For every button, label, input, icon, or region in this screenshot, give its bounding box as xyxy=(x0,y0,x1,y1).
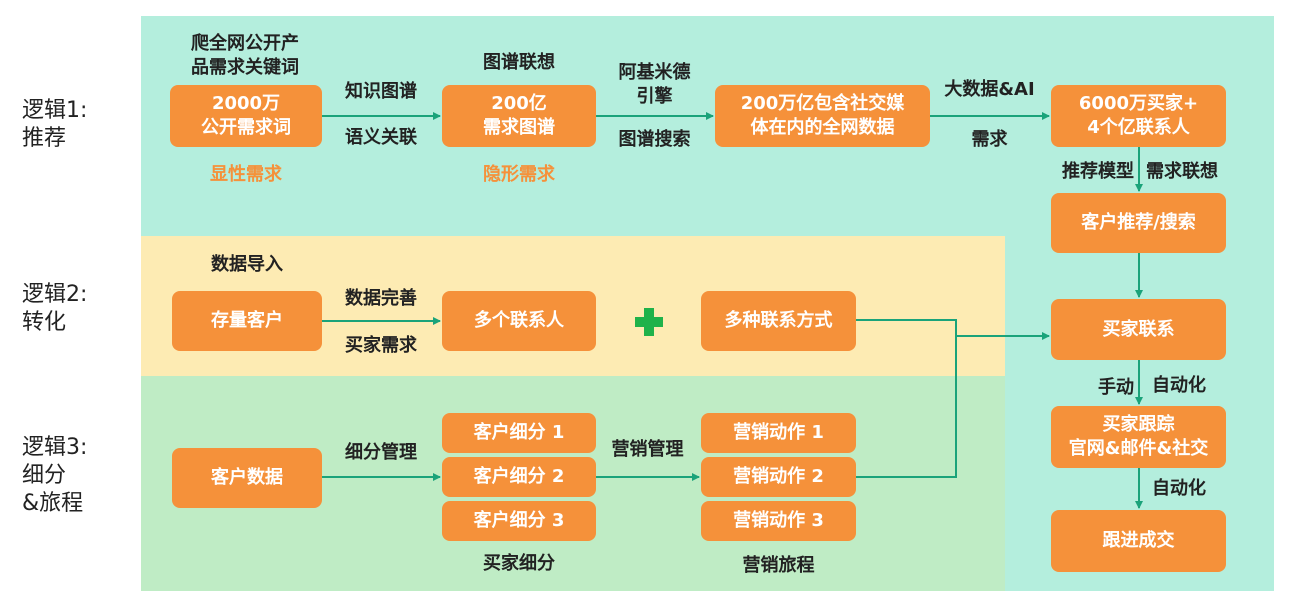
box-6000w-line2: 4个亿联系人 xyxy=(1087,117,1190,138)
right-edge-b-right: 自动化 xyxy=(1152,375,1206,396)
logic2-label: 逻辑2: 转化 xyxy=(22,281,87,337)
r2-edge-bottom: 买家需求 xyxy=(345,335,417,356)
right-edge-a-right: 需求联想 xyxy=(1146,161,1218,182)
logic1-line2: 推荐 xyxy=(22,126,67,151)
arrow-r2-merge xyxy=(856,319,1050,340)
box-200yi-line1: 200亿 xyxy=(491,93,547,114)
box-6000w-line1: 6000万买家+ xyxy=(1078,93,1199,114)
r2-top-label: 数据导入 xyxy=(211,254,283,275)
box-200wanyi-line2: 体在内的全网数据 xyxy=(750,117,895,138)
box-200yi-line2: 需求图谱 xyxy=(483,117,555,138)
implicit-demand-label: 隐形需求 xyxy=(483,164,555,185)
box-200wanyi-line1: 200万亿包含社交媒 xyxy=(740,93,905,114)
box-customer-data: 客户数据 xyxy=(172,448,322,508)
box-existing-customers: 存量客户 xyxy=(172,291,322,351)
box-buyer-tracking-line1: 买家跟踪 xyxy=(1102,414,1175,435)
box-buyer-tracking: 买家跟踪 官网&邮件&社交 xyxy=(1051,406,1226,468)
box-multiple-contacts: 多个联系人 xyxy=(442,291,596,351)
r1-top-label-line2: 品需求关键词 xyxy=(191,57,299,78)
r1-edge2-bottom: 图谱搜索 xyxy=(618,129,691,150)
logic2-line1: 逻辑2: xyxy=(22,282,88,307)
box-marketing-action-2: 营销动作 2 xyxy=(701,457,856,497)
r1-top-label: 爬全网公开产 品需求关键词 xyxy=(170,32,320,80)
r1-edge2-top: 阿基米德 引擎 xyxy=(596,61,713,109)
logic3-line3: &旅程 xyxy=(22,491,84,516)
box-segment-2: 客户细分 2 xyxy=(442,457,596,497)
box-segment-1: 客户细分 1 xyxy=(442,413,596,453)
right-edge-b-left: 手动 xyxy=(1098,377,1134,398)
box-recommend-search: 客户推荐/搜索 xyxy=(1051,193,1226,253)
box-2000w-line1: 2000万 xyxy=(211,93,281,114)
box-segment-3: 客户细分 3 xyxy=(442,501,596,541)
box-200yi: 200亿 需求图谱 xyxy=(442,85,596,147)
r1-top-label-line1: 爬全网公开产 xyxy=(191,33,299,54)
box-buyer-tracking-line2: 官网&邮件&社交 xyxy=(1068,438,1209,459)
right-edge-c-right: 自动化 xyxy=(1152,478,1206,499)
r1-edge3-bottom: 需求 xyxy=(971,129,1008,150)
buyer-segment-caption: 买家细分 xyxy=(483,553,555,574)
explicit-demand-label: 显性需求 xyxy=(210,164,282,185)
arrow-r3-up xyxy=(856,320,957,478)
r1-edge3-top: 大数据&AI xyxy=(944,79,1035,100)
logic2-line2: 转化 xyxy=(22,310,67,335)
logic3-line1: 逻辑3: xyxy=(22,435,88,460)
r1-edge1-bottom: 语义关联 xyxy=(345,127,417,148)
r3-edge2: 营销管理 xyxy=(611,439,684,460)
box-buyer-contact: 买家联系 xyxy=(1051,299,1226,360)
box-200wanyi: 200万亿包含社交媒 体在内的全网数据 xyxy=(715,85,930,147)
right-edge-a-left: 推荐模型 xyxy=(1062,161,1134,182)
r1-edge2-top-line2: 引擎 xyxy=(636,86,673,107)
logic3-line2: 细分 xyxy=(22,463,67,488)
r2-edge-top: 数据完善 xyxy=(345,288,417,309)
box-follow-up-deal: 跟进成交 xyxy=(1051,510,1226,572)
r1-top-label2: 图谱联想 xyxy=(483,52,555,73)
box-2000w-line2: 公开需求词 xyxy=(201,117,291,138)
plus-icon xyxy=(635,308,663,336)
logic1-line1: 逻辑1: xyxy=(22,98,88,123)
box-6000w: 6000万买家+ 4个亿联系人 xyxy=(1051,85,1226,147)
marketing-journey-caption: 营销旅程 xyxy=(742,555,815,576)
box-marketing-action-1: 营销动作 1 xyxy=(701,413,856,453)
box-2000w: 2000万 公开需求词 xyxy=(170,85,322,147)
box-marketing-action-3: 营销动作 3 xyxy=(701,501,856,541)
r1-edge1-top: 知识图谱 xyxy=(345,81,417,102)
logic3-label: 逻辑3: 细分 &旅程 xyxy=(22,434,87,518)
box-multiple-channels: 多种联系方式 xyxy=(701,291,856,351)
logic1-label: 逻辑1: 推荐 xyxy=(22,97,87,153)
r3-edge1: 细分管理 xyxy=(345,442,417,463)
r1-edge2-top-line1: 阿基米德 xyxy=(618,62,691,83)
